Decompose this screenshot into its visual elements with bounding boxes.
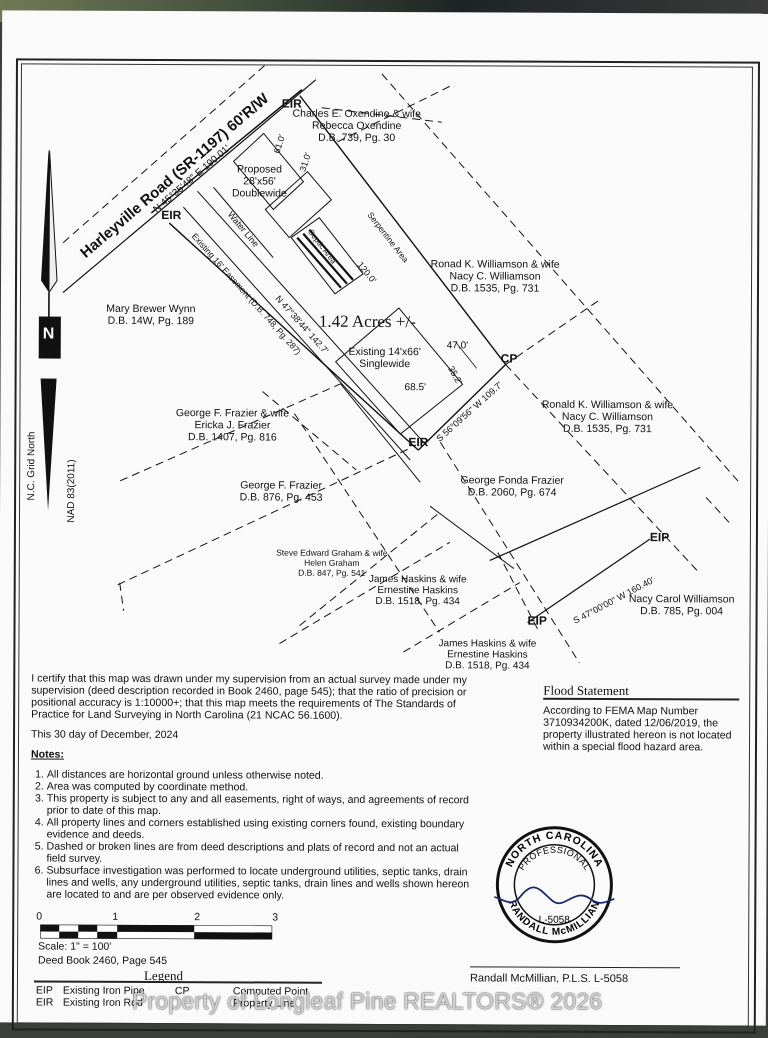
owner-deed: D.B. 14W, Pg. 189: [91, 315, 211, 328]
proposed-line-1: Proposed: [231, 163, 287, 175]
survey-sheet: N N.C. Grid North NAD 83(2011) Harleyvil…: [0, 10, 768, 1025]
existing-line-1: Existing 14'x66': [345, 346, 425, 358]
owner-deed: D.B. 1518, Pg. 434: [433, 660, 541, 671]
owner-name-2: Rebecca Oxendine: [292, 120, 422, 133]
seal-license: L-5058: [539, 915, 571, 926]
owner-frazier-george: George F. Frazier D.B. 876, Pg. 453: [228, 479, 334, 503]
proposed-line-2: 28'x56': [231, 175, 287, 187]
owner-name: George Fonda Frazier: [456, 474, 568, 486]
owner-name: Ronald K. Williamson & wife: [534, 399, 680, 412]
owner-name: Ronad K. Williamson & wife: [425, 258, 565, 271]
surveyor-seal: NORTH CAROLINA PROFESSIONAL RANDALL McMI…: [494, 824, 615, 945]
flood-title: Flood Statement: [543, 685, 739, 701]
watermark: Property of Longleaf Pine REALTORS® 2026: [132, 988, 602, 1015]
scale-label: Scale: 1" = 100': [38, 940, 111, 952]
acreage: 1.42 Acres +/-: [319, 312, 416, 332]
adjoiner-left-line: [340, 384, 420, 482]
owner-deed: D.B. 785, Pg. 004: [622, 605, 742, 618]
adjoiner-frazier-5: [120, 583, 124, 611]
note-item: This property is subject to any and all …: [47, 793, 471, 819]
north-letter: N: [43, 329, 55, 341]
signature-icon: [494, 887, 615, 905]
corner-eip-bottom: EIP: [528, 615, 547, 627]
owner-deed: D.B. 1535, Pg. 731: [534, 423, 680, 436]
owner-name-2: Nacy C. Williamson: [534, 411, 680, 424]
adjoiner-right-tick: [706, 497, 732, 525]
legend-code: EIR: [36, 996, 63, 1008]
owner-deed: D.B. 1407, Pg. 816: [168, 431, 296, 444]
owner-oxendine: Charles E. Oxendine & wife Rebecca Oxend…: [292, 108, 422, 145]
owner-name: James Haskins & wife: [364, 574, 472, 585]
owner-name-2: Nacy C. Williamson: [425, 270, 565, 283]
note-item: Subsurface investigation was performed t…: [46, 865, 470, 903]
scale-tick: 0: [36, 910, 42, 922]
certification-block: I certify that this map was drawn under …: [30, 672, 471, 902]
owner-name-2: Ericka J. Frazier: [168, 419, 296, 432]
existing-label: Existing 14'x66' Singlewide: [345, 346, 425, 370]
owner-deed: D.B. 1535, Pg. 731: [425, 282, 565, 295]
flood-text: According to FEMA Map Number 3710934200K…: [543, 705, 739, 754]
adjoiner-williamson-mid: [506, 299, 601, 365]
owner-haskins-2: James Haskins & wife Ernestine Haskins D…: [433, 638, 541, 671]
notes-title: Notes:: [31, 748, 471, 762]
owner-wynn: Mary Brewer Wynn D.B. 14W, Pg. 189: [91, 303, 211, 328]
scale-tick: 3: [272, 912, 278, 924]
note-item: All property lines and corners establish…: [47, 817, 471, 843]
proposed-label: Proposed 28'x56' Doublewide: [231, 163, 287, 199]
grid-north-label: N.C. Grid North: [26, 432, 37, 501]
scale-tick: 1: [112, 911, 118, 923]
corner-eir-bottom: EIR: [408, 436, 428, 448]
owner-name: Nacy Carol Williamson: [622, 593, 742, 606]
flood-statement: Flood Statement According to FEMA Map Nu…: [543, 685, 739, 754]
owner-name: Charles E. Oxendine & wife: [292, 108, 422, 121]
owner-name: Mary Brewer Wynn: [91, 303, 211, 316]
deed-reference: Deed Book 2460, Page 545: [38, 954, 167, 967]
owner-deed: D.B. 2060, Pg. 674: [456, 486, 568, 498]
owner-haskins-1: James Haskins & wife Ernestine Haskins D…: [364, 574, 472, 607]
existing-line-2: Singlewide: [345, 358, 425, 370]
corner-eir-left: EIR: [161, 209, 181, 221]
dim-68: 68.5': [405, 382, 426, 394]
certification-date: This 30 day of December, 2024: [31, 728, 471, 742]
owner-name: George F. Frazier: [228, 479, 334, 491]
surveyor-name: Randall McMillian, P.L.S. L-5058: [470, 972, 628, 985]
owner-deed: D.B. 739, Pg. 30: [292, 132, 422, 145]
owner-deed: D.B. 1518, Pg. 434: [364, 596, 472, 607]
owner-name: Steve Edward Graham & wife: [270, 548, 394, 559]
owner-williamson-top: Ronad K. Williamson & wife Nacy C. Willi…: [425, 258, 565, 295]
note-item: Dashed or broken lines are from deed des…: [46, 841, 470, 867]
corner-cp: CP: [501, 353, 518, 365]
dim-47: 47.0': [447, 340, 468, 352]
owner-williamson-nacy: Nacy Carol Williamson D.B. 785, Pg. 004: [622, 593, 742, 618]
owner-frazier-ericka: George F. Frazier & wife Ericka J. Frazi…: [168, 407, 296, 444]
datum-label: NAD 83(2011): [66, 459, 77, 522]
corner-eip-right: EIP: [650, 531, 669, 543]
proposed-line-3: Doublewide: [231, 187, 287, 199]
adjoiner-right-line: [505, 365, 701, 574]
owner-williamson-mid: Ronald K. Williamson & wife Nacy C. Will…: [534, 399, 680, 436]
owner-name-2: Helen Graham: [270, 558, 394, 569]
notes-block: Notes: All distances are horizontal grou…: [30, 748, 471, 902]
owner-name: George F. Frazier & wife: [168, 407, 296, 420]
owner-name-2: Ernestine Haskins: [364, 585, 472, 596]
certification-text: I certify that this map was drawn under …: [31, 672, 471, 722]
owner-frazier-fonda: George Fonda Frazier D.B. 2060, Pg. 674: [456, 474, 568, 498]
owner-deed: D.B. 876, Pg. 453: [228, 491, 334, 503]
owner-name: James Haskins & wife: [433, 638, 541, 649]
owner-name-2: Ernestine Haskins: [433, 649, 541, 660]
legend-code: EIP: [36, 984, 63, 996]
scale-graphic: [40, 925, 272, 940]
scale-tick: 2: [194, 911, 200, 923]
